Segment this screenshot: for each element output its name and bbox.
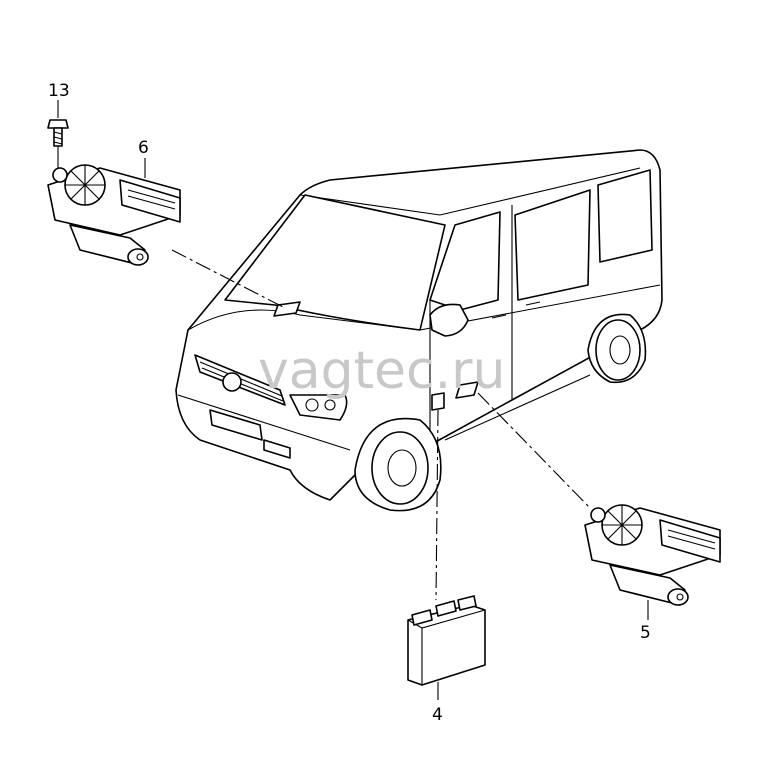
motor-location-marker-side xyxy=(455,381,479,399)
van-illustration xyxy=(175,149,663,512)
window-motor-icon xyxy=(584,504,721,606)
leader-line-6 xyxy=(171,249,286,309)
callout-6: 6 xyxy=(138,138,149,158)
bolt-icon xyxy=(47,100,69,172)
callout-5: 5 xyxy=(640,623,651,643)
callout-13: 13 xyxy=(48,81,70,101)
callout-4: 4 xyxy=(432,705,443,725)
unit-location-marker xyxy=(431,392,445,411)
watermark: vagtec.ru xyxy=(258,341,505,401)
leader-line-4 xyxy=(435,409,439,601)
window-motor-icon xyxy=(47,164,181,266)
control-unit-icon xyxy=(407,595,486,686)
